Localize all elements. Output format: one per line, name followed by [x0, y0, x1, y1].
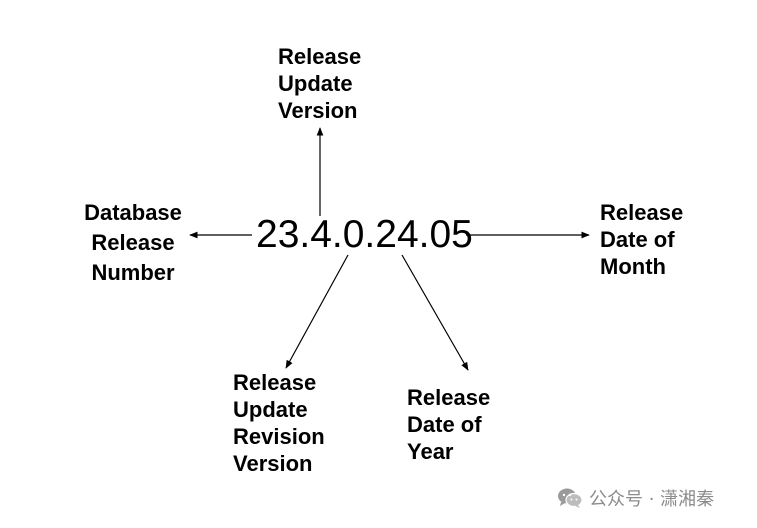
label-line: Date of	[600, 227, 675, 252]
arrow-to-release-update-revision-version	[285, 254, 349, 369]
watermark-text: 公众号 · 潇湘秦	[589, 489, 715, 510]
label-line: Database	[84, 200, 182, 225]
label-database-release-number: Database Release Number	[74, 198, 192, 288]
version-code: 23.4.0.24.05	[256, 213, 473, 256]
label-line: Release	[407, 385, 491, 410]
watermark: 公众号 · 潇湘秦	[557, 486, 714, 510]
label-line: Release	[278, 44, 362, 69]
label-line: Release	[600, 200, 684, 225]
label-release-date-of-year: Release Date of Year	[407, 384, 490, 465]
label-line: Release	[233, 370, 317, 395]
label-line: Release	[91, 230, 175, 255]
label-line: Update	[233, 397, 308, 422]
label-line: Version	[233, 451, 313, 476]
label-line: Number	[91, 260, 175, 285]
label-line: Date of	[407, 412, 482, 437]
label-line: Month	[600, 254, 666, 279]
label-line: Version	[278, 98, 358, 123]
label-line: Year	[407, 439, 454, 464]
label-line: Revision	[233, 424, 325, 449]
label-release-date-of-month: Release Date of Month	[600, 199, 683, 280]
label-release-update-revision-version: Release Update Revision Version	[233, 369, 325, 477]
wechat-icon	[558, 488, 583, 508]
label-line: Update	[278, 71, 353, 96]
label-release-update-version: Release Update Version	[278, 43, 361, 124]
arrow-to-release-date-of-year	[401, 254, 469, 371]
